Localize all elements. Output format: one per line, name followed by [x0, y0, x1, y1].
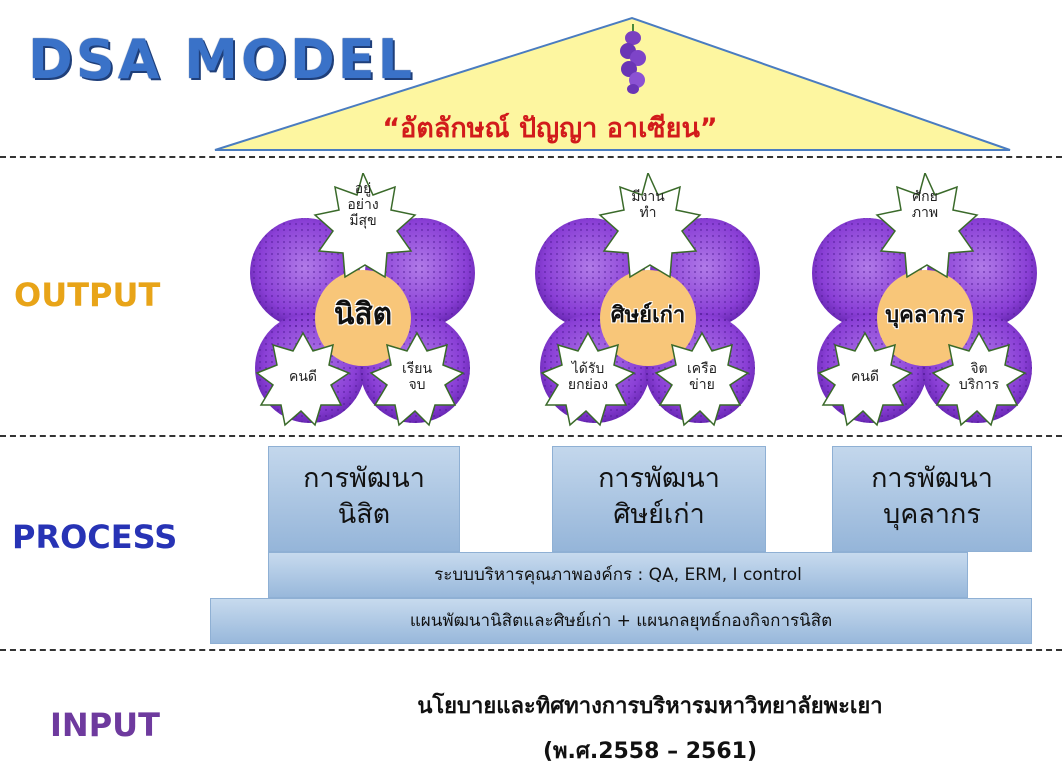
output-right-star-text: เครือ ข่าย	[686, 361, 718, 393]
output-top-star-text: มีงาน ทำ	[631, 189, 665, 221]
process-box-label: การพัฒนา นิสิต	[303, 463, 425, 530]
input-period-line: (พ.ศ.2558 – 2561)	[542, 739, 758, 764]
output-center-label: ศิษย์เก่า	[610, 303, 686, 328]
development-plan-bar: แผนพัฒนานิสิตและศิษย์เก่า + แผนกลยุทธ์กอ…	[210, 598, 1032, 644]
flower-graphic-icon	[535, 173, 760, 427]
output-top-star-text: อยู่ อย่าง มีสุข	[347, 181, 379, 229]
page-title: DSA MODEL	[28, 28, 416, 91]
output-flower-staff: ศักย ภาพ คนดี จิต บริการ บุคลากร	[807, 173, 1042, 431]
output-left-star-text: คนดี	[288, 369, 318, 385]
process-box-student: การพัฒนา นิสิต	[268, 446, 460, 552]
input-stage-label: INPUT	[50, 706, 160, 744]
roof-caption: “อัตลักษณ์ ปัญญา อาเซียน”	[382, 113, 718, 144]
quality-system-bar: ระบบบริหารคุณภาพองค์กร : QA, ERM, I cont…	[268, 552, 968, 598]
output-left-star-text: คนดี	[850, 369, 880, 385]
output-right-star-text: จิต บริการ	[958, 361, 1000, 393]
output-center-label: บุคลากร	[885, 303, 965, 328]
divider-top	[0, 156, 1062, 158]
output-flower-alumni: มีงาน ทำ ได้รับ ยกย่อง เครือ ข่าย ศิษย์เ…	[530, 173, 765, 431]
output-right-star-text: เรียน จบ	[401, 361, 433, 393]
output-left-star-text: ได้รับ ยกย่อง	[567, 361, 609, 393]
process-box-staff: การพัฒนา บุคลากร	[832, 446, 1032, 552]
flower-graphic-icon	[250, 173, 475, 427]
divider-middle	[0, 435, 1062, 437]
divider-bottom	[0, 649, 1062, 651]
process-box-label: การพัฒนา บุคลากร	[871, 463, 993, 530]
roof-triangle	[214, 16, 1011, 151]
orchid-emblem-icon	[620, 24, 646, 94]
output-top-star-text: ศักย ภาพ	[911, 189, 939, 221]
process-box-label: การพัฒนา ศิษย์เก่า	[598, 463, 720, 530]
input-policy-line: นโยบายและทิศทางการบริหารมหาวิทยาลัยพะเยา	[417, 694, 883, 719]
flower-graphic-icon	[812, 173, 1037, 427]
process-box-alumni: การพัฒนา ศิษย์เก่า	[552, 446, 766, 552]
output-center-label: นิสิต	[333, 297, 393, 332]
output-flower-student: อยู่ อย่าง มีสุข คนดี เรียน จบ นิสิต	[245, 173, 480, 431]
output-stage-label: OUTPUT	[14, 276, 161, 314]
process-stage-label: PROCESS	[12, 518, 178, 556]
